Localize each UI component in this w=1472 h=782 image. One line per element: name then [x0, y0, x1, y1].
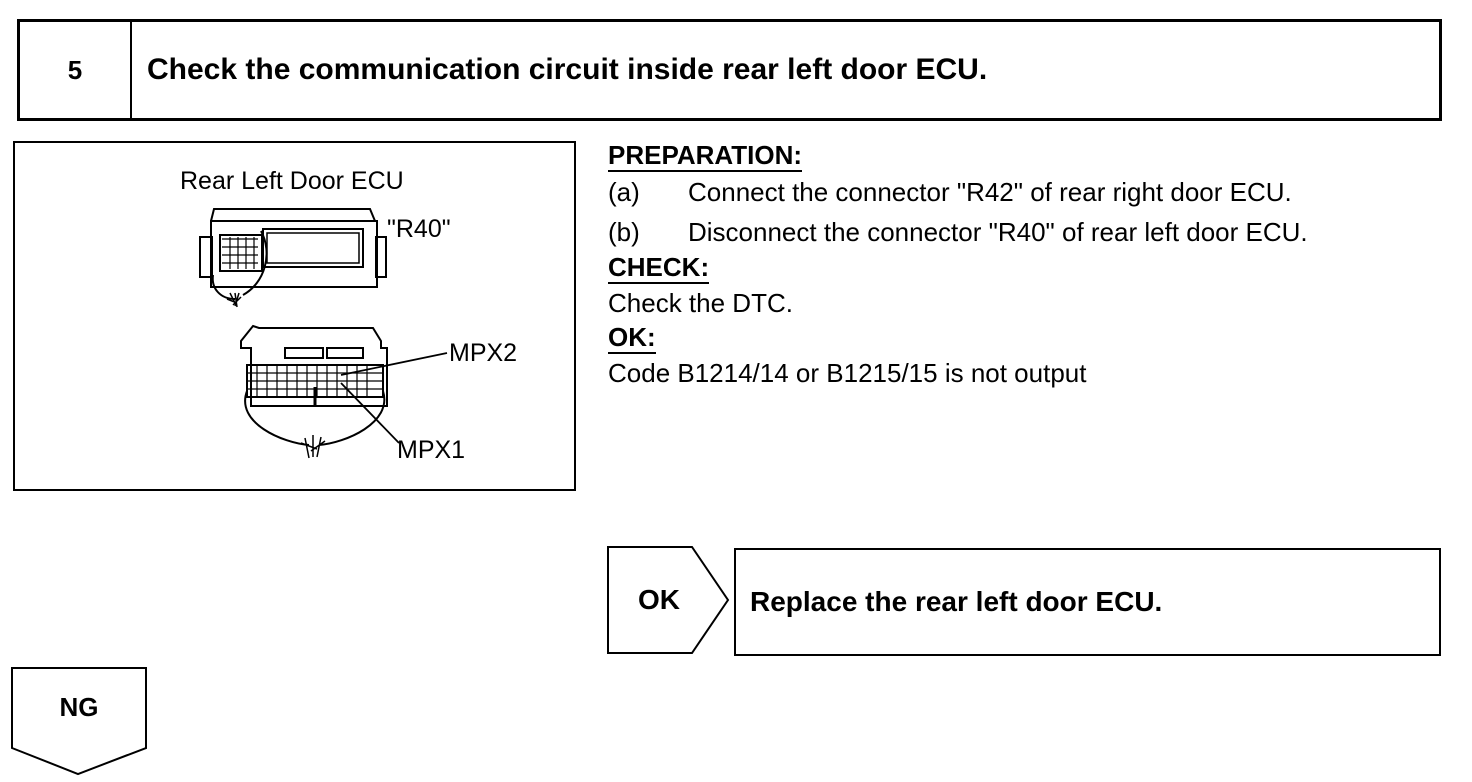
preparation-heading: PREPARATION:	[608, 140, 803, 172]
ng-label: NG	[59, 691, 99, 722]
ok-heading: OK:	[608, 322, 656, 354]
ecu-label: Rear Left Door ECU	[180, 167, 404, 195]
ok-arrow-shape	[607, 546, 730, 654]
step-number: 5	[20, 22, 132, 118]
step-marker: (a)	[608, 177, 640, 207]
pin-label-mpx2: MPX2	[449, 339, 518, 367]
ok-label: OK	[638, 584, 680, 615]
step-marker: (b)	[608, 217, 640, 247]
ecu-connector-drawing	[199, 208, 448, 459]
step-text: Connect the connector "R42" of rear righ…	[688, 177, 1292, 207]
connector-label: "R40"	[387, 215, 451, 243]
ng-arrow-shape	[11, 667, 147, 776]
ok-criteria-text: Code B1214/14 or B1215/15 is not output	[608, 358, 1087, 388]
preparation-step: (b) Disconnect the connector "R40" of rea…	[608, 212, 1458, 252]
ok-result-box: Replace the rear left door ECU.	[734, 548, 1441, 656]
check-heading: CHECK:	[608, 252, 710, 284]
step-title: Check the communication circuit inside r…	[147, 53, 988, 86]
check-text: Check the DTC.	[608, 288, 793, 318]
instructions: PREPARATION: (a) Connect the connector "R…	[608, 140, 1458, 392]
pin-label-mpx1: MPX1	[397, 436, 466, 464]
step-text: Disconnect the connector "R40" of rear l…	[688, 217, 1308, 247]
step-header: 5 Check the communication circuit inside…	[17, 19, 1442, 121]
connector-illustration: Rear Left Door ECU "R40" MPX2 MPX1	[13, 141, 576, 491]
preparation-step: (a) Connect the connector "R42" of rear r…	[608, 172, 1458, 212]
